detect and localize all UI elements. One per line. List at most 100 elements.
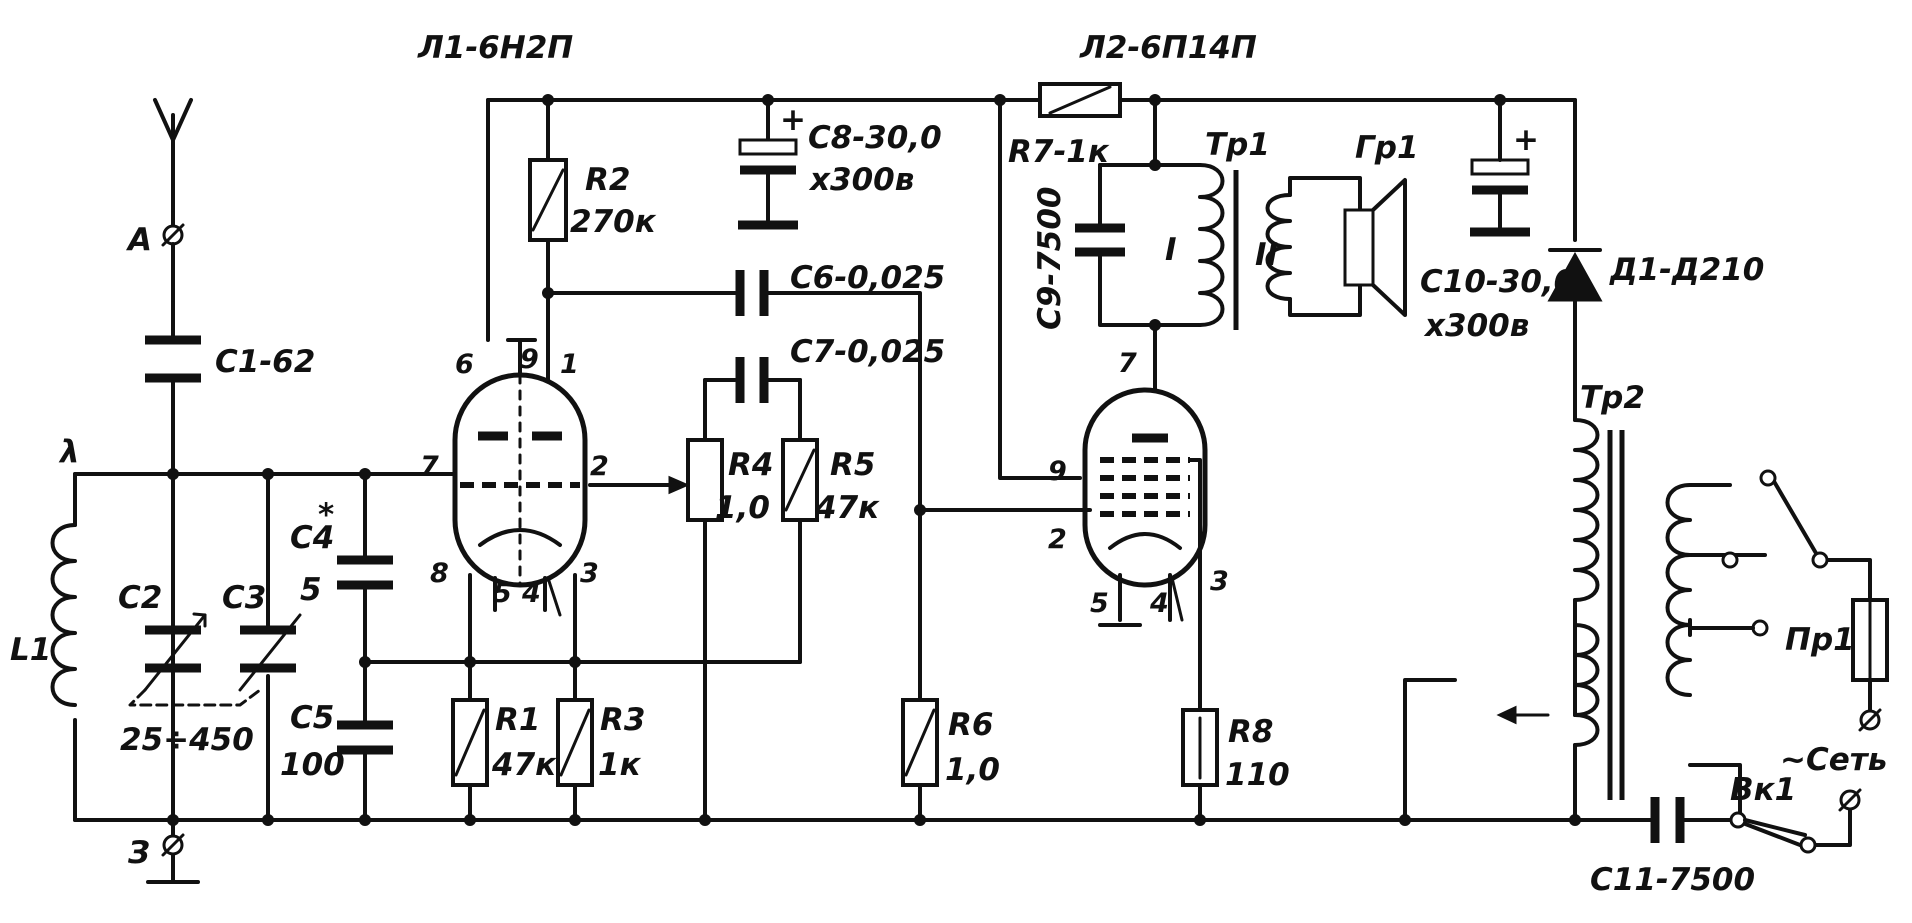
fuse-label: Пр1 [1785, 622, 1855, 658]
capacitor-c5 [337, 720, 393, 755]
svg-text:6: 6 [455, 349, 474, 380]
tube-l1-pin-labels: 6 9 1 7 2 8 3 5 4 [420, 344, 609, 609]
r8-label: R8 [1228, 714, 1273, 750]
r1-label: R1 [495, 702, 540, 738]
r4-value: 1,0 [715, 490, 770, 526]
capacitor-c7 [735, 357, 769, 403]
tube-l2-label: Л2-6П14П [1079, 30, 1257, 66]
tr1-secondary-label: II [1255, 237, 1278, 273]
svg-text:1: 1 [560, 349, 579, 380]
mains-label: ~Сеть [1780, 742, 1887, 778]
resistor-r2 [528, 158, 568, 242]
r6-value: 1,0 [945, 752, 1000, 788]
resistor-r5 [781, 438, 819, 522]
power-switch-vk1[interactable] [1729, 811, 1817, 854]
c4-mark: * [318, 497, 334, 533]
r8-value: 110 [1225, 757, 1290, 793]
tr1-primary-label: I [1165, 232, 1177, 268]
c9-label: С9-7500 [1032, 187, 1068, 330]
c1-label: С1-62 [215, 344, 315, 380]
r5-value: 47к [814, 490, 880, 526]
inductor-l1 [50, 523, 77, 707]
switch-label: Вк1 [1730, 772, 1796, 808]
svg-text:4: 4 [521, 578, 541, 609]
c2-c3-range-label: 25÷450 [120, 722, 254, 758]
r2-label: R2 [585, 162, 630, 198]
junction-dots [167, 94, 1581, 826]
capacitor-c10 [1470, 98, 1530, 237]
antenna-terminal[interactable] [161, 223, 185, 302]
c6-label: С6-0,025 [790, 260, 945, 296]
c8-voltage: х300в [808, 162, 914, 198]
c7-label: С7-0,025 [790, 334, 945, 370]
resistor-r1 [451, 698, 489, 787]
ground-terminal[interactable] [146, 833, 200, 884]
mains-terminal-top[interactable] [1858, 708, 1882, 732]
capacitor-c9 [1075, 223, 1125, 257]
resistor-r8 [1181, 708, 1219, 787]
fuse-pr1 [1851, 598, 1889, 682]
r3-value: 1к [598, 747, 642, 783]
r1-value: 47к [491, 747, 557, 783]
c4-value: 5 [300, 572, 322, 608]
svg-text:2: 2 [590, 451, 609, 482]
speaker-label: Гр1 [1355, 130, 1419, 166]
l1-label: L1 [10, 632, 51, 668]
r6-label: R6 [948, 707, 993, 743]
svg-text:5: 5 [1090, 588, 1109, 619]
c10-plus: + [1513, 122, 1539, 158]
tube-l2-pin-labels: 7 9 2 3 5 4 [1048, 348, 1229, 619]
svg-text:5: 5 [493, 578, 512, 609]
l1-tap-label: λ [58, 434, 80, 470]
capacitor-c8 [738, 138, 798, 230]
c2-label: С2 [118, 580, 162, 616]
c11-label: С11-7500 [1590, 862, 1755, 898]
c2-c3-gang-link [128, 688, 262, 707]
c8-label: С8-30,0 [808, 120, 942, 156]
voltage-selector-switch[interactable] [1688, 469, 1829, 637]
tube-l2-6p14p [1058, 387, 1208, 627]
svg-text:7: 7 [420, 451, 439, 482]
resistor-r3 [556, 698, 594, 787]
ground-label: З [127, 835, 150, 871]
svg-text:9: 9 [520, 344, 539, 375]
svg-text:4: 4 [1149, 588, 1169, 619]
capacitor-c11 [1650, 797, 1685, 843]
svg-text:2: 2 [1048, 524, 1067, 555]
diode-d1 [1547, 248, 1603, 302]
antenna-icon [153, 98, 193, 212]
r5-label: R5 [830, 447, 875, 483]
svg-text:7: 7 [1118, 348, 1137, 379]
capacitor-c4 [337, 555, 393, 590]
svg-text:8: 8 [430, 558, 449, 589]
mains-terminal-bottom[interactable] [1838, 788, 1862, 812]
capacitor-c1 [145, 335, 201, 383]
capacitor-c3 [238, 613, 302, 692]
svg-text:9: 9 [1048, 456, 1067, 487]
antenna-label: А [125, 222, 152, 258]
transformer-tr1 [1198, 163, 1362, 330]
resistor-r4-potentiometer [668, 438, 724, 522]
tr1-label: Тр1 [1205, 127, 1270, 163]
r3-label: R3 [600, 702, 645, 738]
transformer-tr2 [1496, 418, 1692, 800]
c10-voltage: х300в [1423, 308, 1529, 344]
c8-plus: + [780, 102, 806, 138]
r4-label: R4 [728, 447, 773, 483]
r2-value: 270к [570, 204, 657, 240]
c5-label: С5 [290, 700, 334, 736]
capacitor-c6 [735, 270, 769, 316]
tube-l1-label: Л1-6Н2П [417, 30, 573, 66]
capacitor-c2 [143, 612, 207, 692]
tr2-label: Тр2 [1580, 380, 1645, 416]
svg-text:3: 3 [1210, 566, 1229, 597]
c4-label: С4 [290, 520, 334, 556]
resistor-r7 [1038, 82, 1122, 118]
c3-label: С3 [222, 580, 266, 616]
speaker-icon [1343, 178, 1407, 317]
c10-label: С10-30,0 [1420, 264, 1575, 300]
resistor-r6 [901, 698, 939, 787]
svg-text:3: 3 [580, 558, 599, 589]
diode-label: Д1-Д210 [1609, 252, 1764, 288]
